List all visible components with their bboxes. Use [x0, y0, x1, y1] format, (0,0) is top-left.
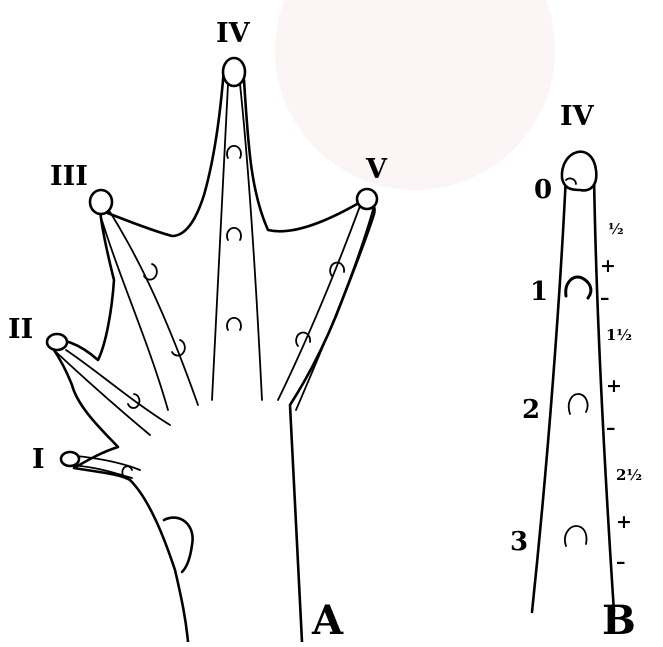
toe-v-line — [277, 205, 361, 401]
toe-iv-subarticular-tubercle — [226, 317, 242, 331]
toe-iii — [88, 188, 199, 411]
toe-i-tip — [59, 450, 81, 468]
toe-v-subarticular-tubercle — [295, 331, 311, 347]
toe-iv — [211, 56, 263, 401]
metatarsal-tubercle — [162, 516, 194, 574]
toe-i-line — [75, 455, 141, 471]
toe-iii-tip — [88, 188, 114, 216]
minus-sign-2: – — [606, 417, 616, 439]
toe-i — [59, 450, 141, 479]
tubercle-number-3: 3 — [510, 527, 528, 557]
tubercle-number-1: 1 — [530, 277, 548, 307]
toe-label-iii: III — [50, 161, 88, 192]
background-circle — [275, 0, 555, 190]
tubercle-0-mark — [565, 177, 577, 185]
toe-ii-line — [55, 351, 151, 436]
toe-iv-line — [211, 83, 229, 401]
foot-heel-line — [128, 478, 190, 644]
segment-value-0: ½ — [608, 220, 624, 238]
tubercle-1 — [564, 275, 593, 300]
toe-label-v: V — [365, 154, 388, 185]
toe-iii-line — [109, 211, 199, 406]
toe-label-ii: II — [8, 314, 33, 345]
panel-label-b: B — [602, 597, 636, 642]
plus-sign-3: + — [616, 511, 632, 533]
toe-iv-subarticular-tubercle — [226, 227, 242, 241]
toe-ii-line — [65, 349, 171, 426]
tubercle-number-0: 0 — [534, 175, 552, 205]
toe-i-line — [79, 465, 133, 479]
toe-iv-disc — [560, 150, 598, 192]
toe-iii-subarticular-tubercle — [143, 263, 158, 281]
toe-iii-line — [99, 213, 169, 411]
toe-v-subarticular-tubercle — [329, 261, 345, 277]
toe-iii-subarticular-tubercle — [171, 339, 186, 357]
panel-a-foot: IV III V II I A — [8, 18, 388, 644]
toe-v-line — [295, 205, 375, 411]
toe-iv-right-edge — [592, 173, 616, 614]
panel-b-toe: IV 0 1 2 3 ½ 1½ 2½ + – + – + – B — [510, 101, 642, 644]
tubercle-number-2: 2 — [522, 395, 540, 425]
toe-iv-label: IV — [560, 101, 595, 132]
tubercle-3 — [564, 525, 588, 547]
toe-iv-subarticular-tubercle — [226, 145, 242, 159]
toe-ii-subarticular-tubercle — [127, 393, 141, 409]
toe-v — [277, 187, 379, 411]
toe-ii-tip — [45, 332, 69, 352]
toe-iv-left-edge — [530, 173, 568, 614]
segment-value-1: 1½ — [606, 326, 632, 344]
panel-label-a: A — [311, 597, 344, 642]
tubercle-2 — [567, 393, 589, 415]
toe-label-i: I — [32, 444, 45, 475]
plus-sign-2: + — [606, 375, 622, 397]
toe-ii — [45, 332, 171, 436]
toe-i-subarticular-tubercle — [121, 465, 133, 479]
toe-v-tip — [355, 187, 379, 211]
toe-iv-tip — [221, 56, 247, 88]
toe-label-iv: IV — [216, 18, 251, 49]
toe-iv-line — [239, 83, 263, 401]
minus-sign-1: – — [600, 287, 610, 309]
plus-sign-1: + — [600, 255, 616, 277]
segment-value-2: 2½ — [616, 466, 642, 484]
minus-sign-3: – — [616, 551, 626, 573]
